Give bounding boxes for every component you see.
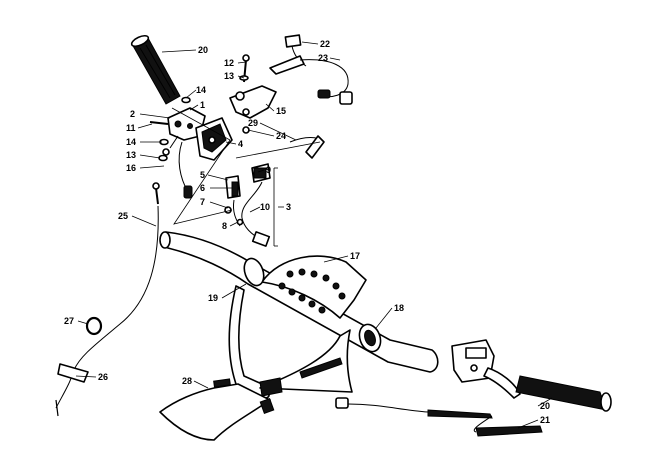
callout: 22 <box>320 39 330 49</box>
callout: 25 <box>118 211 128 221</box>
brake-master-cylinder <box>451 339 521 399</box>
part-29 <box>289 135 325 159</box>
callout: 5 <box>200 170 205 180</box>
callout: 13 <box>224 71 234 81</box>
throttle-housing <box>162 107 233 199</box>
callout: 10 <box>260 202 270 212</box>
callout: 29 <box>248 118 258 128</box>
callout: 8 <box>222 221 227 231</box>
callout: 6 <box>200 183 205 193</box>
callout: 7 <box>200 197 205 207</box>
callout: 27 <box>64 316 74 326</box>
callout: 20 <box>198 45 208 55</box>
callout: 14 <box>126 137 136 147</box>
bracket-15 <box>229 85 277 119</box>
throttle-cable <box>55 182 160 417</box>
callout: 1 <box>200 100 205 110</box>
callout: 20 <box>540 401 550 411</box>
callout: 21 <box>540 415 550 425</box>
pad-28 <box>159 378 275 441</box>
callout: 17 <box>350 251 360 261</box>
callout-labels: 20 12 13 14 1 2 11 14 13 16 15 24 29 4 2… <box>64 39 550 425</box>
assembly-lines <box>171 107 321 225</box>
callout: 28 <box>182 376 192 386</box>
callout: 18 <box>394 303 404 313</box>
leader-lines <box>75 41 553 429</box>
callout: 2 <box>130 109 135 119</box>
callout: 14 <box>196 85 206 95</box>
callout: 9 <box>266 165 271 175</box>
callout: 3 <box>286 202 291 212</box>
callout: 13 <box>126 150 136 160</box>
callout: 24 <box>276 131 286 141</box>
handlebar <box>159 231 439 399</box>
callout: 23 <box>318 53 328 63</box>
wire-21 <box>335 397 543 437</box>
switch-assembly <box>224 163 278 247</box>
crossbar-pad <box>278 268 346 314</box>
clip-27 <box>85 316 103 336</box>
callout: 16 <box>126 163 136 173</box>
callout: 19 <box>208 293 218 303</box>
callout: 4 <box>238 139 243 149</box>
right-grip <box>515 375 612 412</box>
left-grip <box>130 34 181 105</box>
callout: 15 <box>276 106 286 116</box>
callout: 11 <box>126 123 136 133</box>
screw-12 <box>149 54 250 162</box>
connector-22-23 <box>269 34 353 105</box>
callout: 12 <box>224 58 234 68</box>
callout: 26 <box>98 372 108 382</box>
